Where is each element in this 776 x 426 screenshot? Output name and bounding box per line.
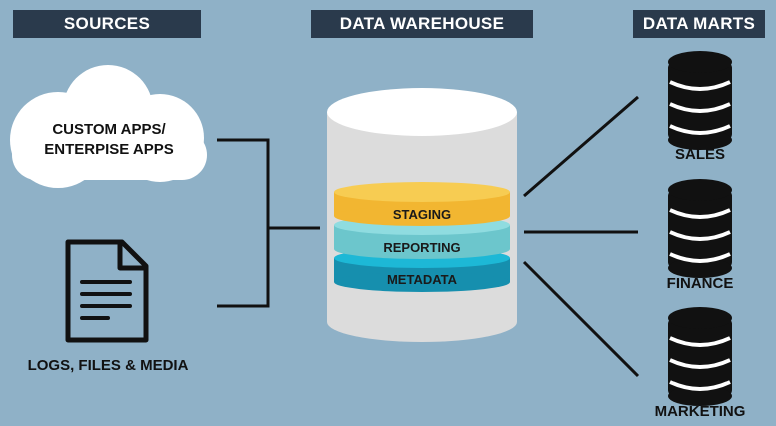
database-icon-finance: [668, 179, 732, 278]
files-label: LOGS, FILES & MEDIA: [27, 357, 189, 374]
marts-header-text: DATA MARTS: [642, 14, 756, 33]
document-icon: [65, 239, 149, 343]
cloud-label-line1: CUSTOM APPS/: [52, 121, 166, 138]
cloud-label-line2: ENTERPISE APPS: [44, 141, 174, 158]
cloud-label: CUSTOM APPS/ ENTERPISE APPS: [20, 120, 198, 160]
warehouse-header: DATA WAREHOUSE: [311, 10, 533, 38]
source-connector: [217, 138, 320, 308]
cloud-icon: [10, 65, 207, 188]
staging-label: STAGING: [392, 207, 452, 222]
database-icon-sales: [668, 51, 732, 150]
sources-header-text: SOURCES: [63, 14, 151, 33]
reporting-label: REPORTING: [383, 240, 461, 255]
mart-label-marketing: MARKETING: [654, 403, 746, 420]
warehouse-layer-staging: [334, 182, 510, 226]
mart-connectors: [522, 95, 640, 378]
sources-header: SOURCES: [13, 10, 201, 38]
marts-header: DATA MARTS: [633, 10, 765, 38]
database-icon-marketing: [668, 307, 732, 406]
metadata-label: METADATA: [386, 272, 458, 287]
mart-label-sales: SALES: [674, 146, 725, 163]
warehouse-header-text: DATA WAREHOUSE: [339, 14, 505, 33]
mart-label-finance: FINANCE: [666, 275, 734, 292]
